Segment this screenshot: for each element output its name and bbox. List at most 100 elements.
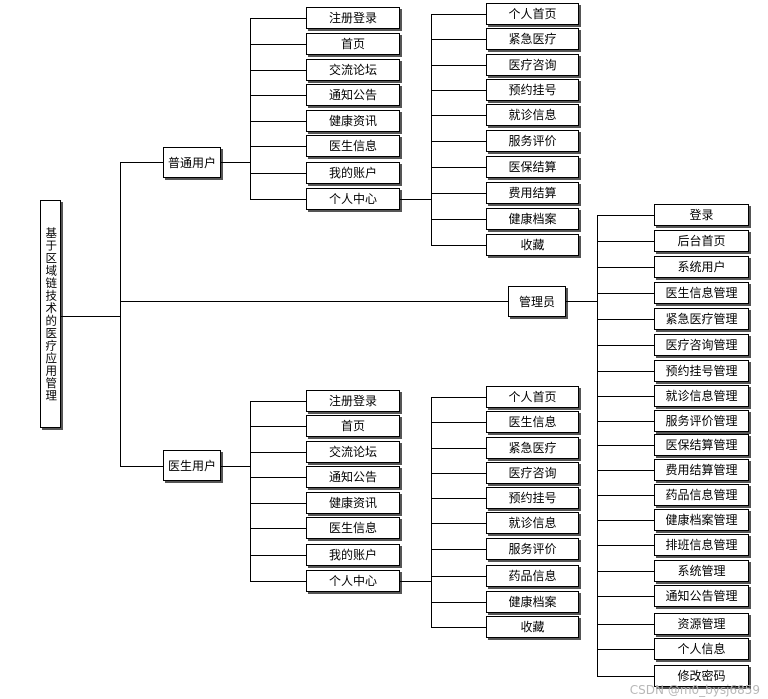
connector-line — [431, 65, 487, 66]
doctor-user-menu-item: 健康资讯 — [306, 492, 400, 514]
normal-user-menu-item: 医生信息 — [306, 135, 400, 157]
doctor-user-center-item: 预约挂号 — [486, 487, 579, 509]
connector-line — [431, 141, 487, 142]
normal-user-menu-item: 健康资讯 — [306, 110, 400, 132]
connector-line — [250, 452, 307, 453]
admin-item: 资源管理 — [654, 613, 749, 635]
doctor-user-center-item: 个人首页 — [486, 386, 579, 408]
normal-user-center-item: 紧急医疗 — [486, 28, 579, 50]
connector-line — [250, 401, 251, 582]
doctor-user-center-item: 健康档案 — [486, 591, 579, 613]
connector-line — [120, 466, 164, 467]
normal-user-center-item: 就诊信息 — [486, 104, 579, 126]
normal-user-center-item: 医疗咨询 — [486, 54, 579, 76]
connector-line — [431, 549, 487, 550]
connector-line — [597, 445, 655, 446]
admin-item: 系统管理 — [654, 560, 749, 582]
connector-line — [250, 146, 307, 147]
connector-line — [431, 245, 487, 246]
connector-line — [250, 528, 307, 529]
normal-user-center-item: 个人首页 — [486, 3, 579, 25]
doctor-user-center-item: 服务评价 — [486, 538, 579, 560]
admin-item: 费用结算管理 — [654, 459, 749, 481]
connector-line — [431, 219, 487, 220]
connector-line — [120, 301, 509, 302]
connector-line — [250, 199, 307, 200]
normal-user-menu-item: 交流论坛 — [306, 59, 400, 81]
admin-item: 后台首页 — [654, 230, 749, 252]
connector-line — [250, 95, 307, 96]
connector-line — [597, 241, 655, 242]
connector-line — [431, 39, 487, 40]
normal-user-menu-item: 注册登录 — [306, 7, 400, 29]
connector-line — [431, 498, 487, 499]
doctor-user-center-item: 医疗咨询 — [486, 462, 579, 484]
connector-line — [597, 649, 655, 650]
doctor-user-center-item: 就诊信息 — [486, 512, 579, 534]
normal-user-menu-item: 我的账户 — [306, 162, 400, 184]
admin-item: 通知公告管理 — [654, 585, 749, 607]
connector-line — [597, 319, 655, 320]
connector-line — [250, 18, 251, 200]
doctor-user-menu-item: 交流论坛 — [306, 441, 400, 463]
normal-user-menu-item: 首页 — [306, 33, 400, 55]
connector-line — [597, 293, 655, 294]
connector-line — [120, 162, 121, 467]
connector-line — [431, 397, 487, 398]
connector-line — [250, 477, 307, 478]
normal-user-center-item: 服务评价 — [486, 130, 579, 152]
connector-line — [431, 473, 487, 474]
connector-line — [431, 576, 487, 577]
connector-line — [431, 14, 432, 246]
connector-line — [120, 162, 164, 163]
connector-line — [597, 421, 655, 422]
watermark: CSDN @m0_bysj6859 — [629, 683, 760, 697]
connector-line — [400, 199, 432, 200]
admin-item: 服务评价管理 — [654, 410, 749, 432]
doctor-user-node: 医生用户 — [163, 450, 221, 481]
connector-line — [250, 173, 307, 174]
normal-user-center-item: 预约挂号 — [486, 79, 579, 101]
admin-item: 医疗咨询管理 — [654, 334, 749, 356]
connector-line — [431, 422, 487, 423]
admin-item: 预约挂号管理 — [654, 360, 749, 382]
doctor-user-menu-item: 通知公告 — [306, 466, 400, 488]
doctor-user-menu-item: 我的账户 — [306, 544, 400, 566]
connector-line — [597, 676, 655, 677]
connector-line — [597, 495, 655, 496]
admin-item: 医生信息管理 — [654, 282, 749, 304]
connector-line — [566, 301, 598, 302]
admin-item: 排班信息管理 — [654, 534, 749, 556]
admin-item: 修改密码 — [654, 665, 749, 687]
connector-line — [250, 503, 307, 504]
admin-item: 就诊信息管理 — [654, 385, 749, 407]
connector-line — [597, 571, 655, 572]
admin-item: 系统用户 — [654, 256, 749, 278]
connector-line — [221, 466, 251, 467]
connector-line — [597, 215, 655, 216]
connector-line — [597, 371, 655, 372]
doctor-user-menu-item: 个人中心 — [306, 570, 400, 592]
connector-line — [250, 555, 307, 556]
connector-line — [250, 44, 307, 45]
connector-line — [431, 14, 487, 15]
connector-line — [431, 523, 487, 524]
connector-line — [597, 470, 655, 471]
admin-item: 药品信息管理 — [654, 484, 749, 506]
connector-line — [250, 401, 307, 402]
doctor-user-center-item: 收藏 — [486, 616, 579, 638]
connector-line — [597, 267, 655, 268]
admin-item: 登录 — [654, 204, 749, 226]
doctor-user-menu-item: 注册登录 — [306, 390, 400, 412]
connector-line — [431, 193, 487, 194]
normal-user-menu-item: 通知公告 — [306, 84, 400, 106]
normal-user-menu-item: 个人中心 — [306, 188, 400, 210]
connector-line — [597, 345, 655, 346]
connector-line — [431, 448, 487, 449]
connector-line — [597, 396, 655, 397]
connector-line — [431, 602, 487, 603]
doctor-user-menu-item: 首页 — [306, 415, 400, 437]
connector-line — [250, 581, 307, 582]
connector-line — [431, 627, 487, 628]
